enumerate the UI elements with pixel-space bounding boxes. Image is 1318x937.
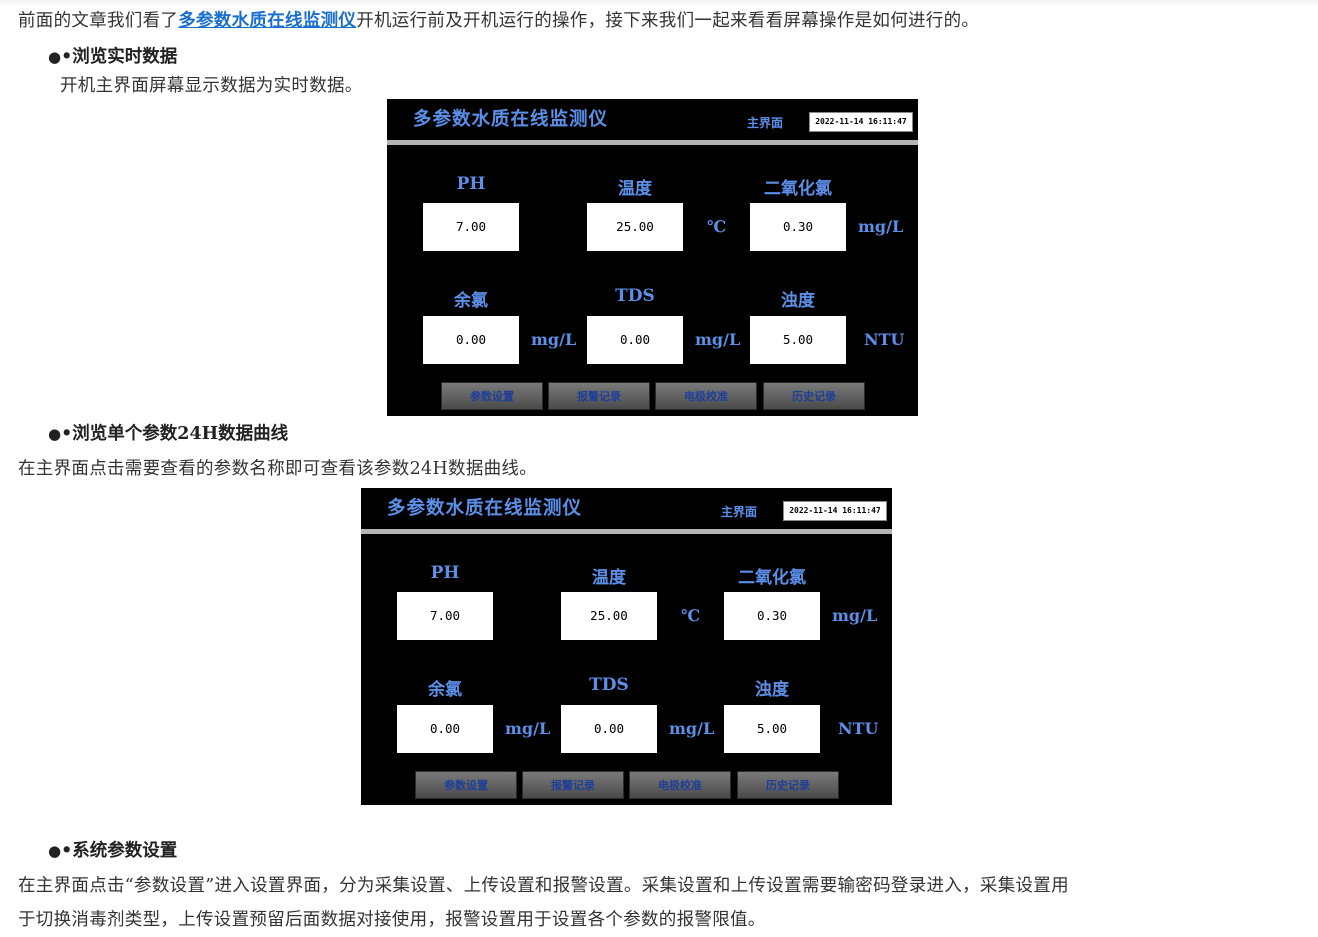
chlorine-label[interactable]: 余氯: [428, 680, 462, 700]
chlorine-unit: mg/L: [505, 719, 551, 738]
ph-value: 7.00: [397, 592, 493, 640]
top-shadow: [0, 0, 1318, 6]
tds-label[interactable]: TDS: [615, 286, 655, 306]
section-text-curve: 在主界面点击需要查看的参数名称即可查看该参数24H数据曲线。: [18, 459, 538, 479]
temp-label[interactable]: 温度: [592, 568, 626, 588]
clo2-unit: mg/L: [858, 217, 904, 236]
turbidity-label[interactable]: 浊度: [781, 291, 815, 311]
settings-button[interactable]: 参数设置: [415, 771, 517, 799]
calibration-button[interactable]: 电极校准: [655, 382, 757, 410]
intro-prefix: 前面的文章我们看了: [18, 11, 179, 31]
turbidity-label[interactable]: 浊度: [755, 680, 789, 700]
bullet-icon: ●: [48, 425, 62, 443]
section-heading-realtime: ●•浏览实时数据: [48, 47, 178, 67]
temp-label[interactable]: 温度: [618, 179, 652, 199]
section-text-settings-line1: 在主界面点击“参数设置”进入设置界面，分为采集设置、上传设置和报警设置。采集设置…: [18, 876, 1069, 896]
hmi-title: 多参数水质在线监测仪: [413, 109, 609, 130]
history-button[interactable]: 历史记录: [763, 382, 865, 410]
section-text-settings-line2: 于切换消毒剂类型，上传设置预留后面数据对接使用，报警设置用于设置各个参数的报警限…: [18, 910, 766, 930]
hmi-screenshot-2: 多参数水质在线监测仪 主界面 2022-11-14 16:11:47 PH 7.…: [361, 488, 892, 805]
clo2-label[interactable]: 二氧化氯: [764, 179, 832, 199]
turbidity-value: 5.00: [724, 705, 820, 753]
turbidity-value: 5.00: [750, 316, 846, 364]
intro-paragraph: 前面的文章我们看了多参数水质在线监测仪开机运行前及开机运行的操作，接下来我们一起…: [18, 8, 979, 34]
tds-value: 0.00: [561, 705, 657, 753]
turbidity-unit: NTU: [838, 719, 879, 738]
clo2-unit: mg/L: [832, 606, 878, 625]
alarm-records-button[interactable]: 报警记录: [522, 771, 624, 799]
hmi-datetime: 2022-11-14 16:11:47: [783, 501, 887, 521]
hmi-datetime: 2022-11-14 16:11:47: [809, 112, 913, 132]
ph-value: 7.00: [423, 203, 519, 251]
hmi-divider: [361, 529, 892, 534]
section-heading-settings: ●•系统参数设置: [48, 841, 178, 861]
tds-label[interactable]: TDS: [589, 675, 629, 695]
temp-value: 25.00: [587, 203, 683, 251]
hmi-page-label: 主界面: [747, 116, 784, 130]
calibration-button[interactable]: 电极校准: [629, 771, 731, 799]
settings-button[interactable]: 参数设置: [441, 382, 543, 410]
alarm-records-button[interactable]: 报警记录: [548, 382, 650, 410]
temp-value: 25.00: [561, 592, 657, 640]
hmi-screenshot-1: 多参数水质在线监测仪 主界面 2022-11-14 16:11:47 PH 7.…: [387, 99, 918, 416]
section-heading-curve: ●•浏览单个参数24H数据曲线: [48, 424, 289, 444]
hmi-title: 多参数水质在线监测仪: [387, 498, 583, 519]
tds-unit: mg/L: [669, 719, 715, 738]
bullet-icon: ●: [48, 48, 62, 66]
temp-unit: ℃: [707, 217, 727, 236]
bullet-icon: ●: [48, 842, 62, 860]
temp-unit: ℃: [681, 606, 701, 625]
chlorine-label[interactable]: 余氯: [454, 291, 488, 311]
clo2-value: 0.30: [750, 203, 846, 251]
tds-unit: mg/L: [695, 330, 741, 349]
chlorine-value: 0.00: [423, 316, 519, 364]
chlorine-value: 0.00: [397, 705, 493, 753]
hmi-page-label: 主界面: [721, 505, 758, 519]
tds-value: 0.00: [587, 316, 683, 364]
clo2-label[interactable]: 二氧化氯: [738, 568, 806, 588]
product-link[interactable]: 多参数水质在线监测仪: [178, 11, 357, 31]
turbidity-unit: NTU: [864, 330, 905, 349]
ph-label[interactable]: PH: [456, 174, 486, 194]
clo2-value: 0.30: [724, 592, 820, 640]
history-button[interactable]: 历史记录: [737, 771, 839, 799]
intro-suffix: 开机运行前及开机运行的操作，接下来我们一起来看看屏幕操作是如何进行的。: [356, 11, 980, 31]
hmi-divider: [387, 140, 918, 145]
section-text-realtime: 开机主界面屏幕显示数据为实时数据。: [60, 76, 363, 96]
chlorine-unit: mg/L: [531, 330, 577, 349]
ph-label[interactable]: PH: [430, 563, 460, 583]
